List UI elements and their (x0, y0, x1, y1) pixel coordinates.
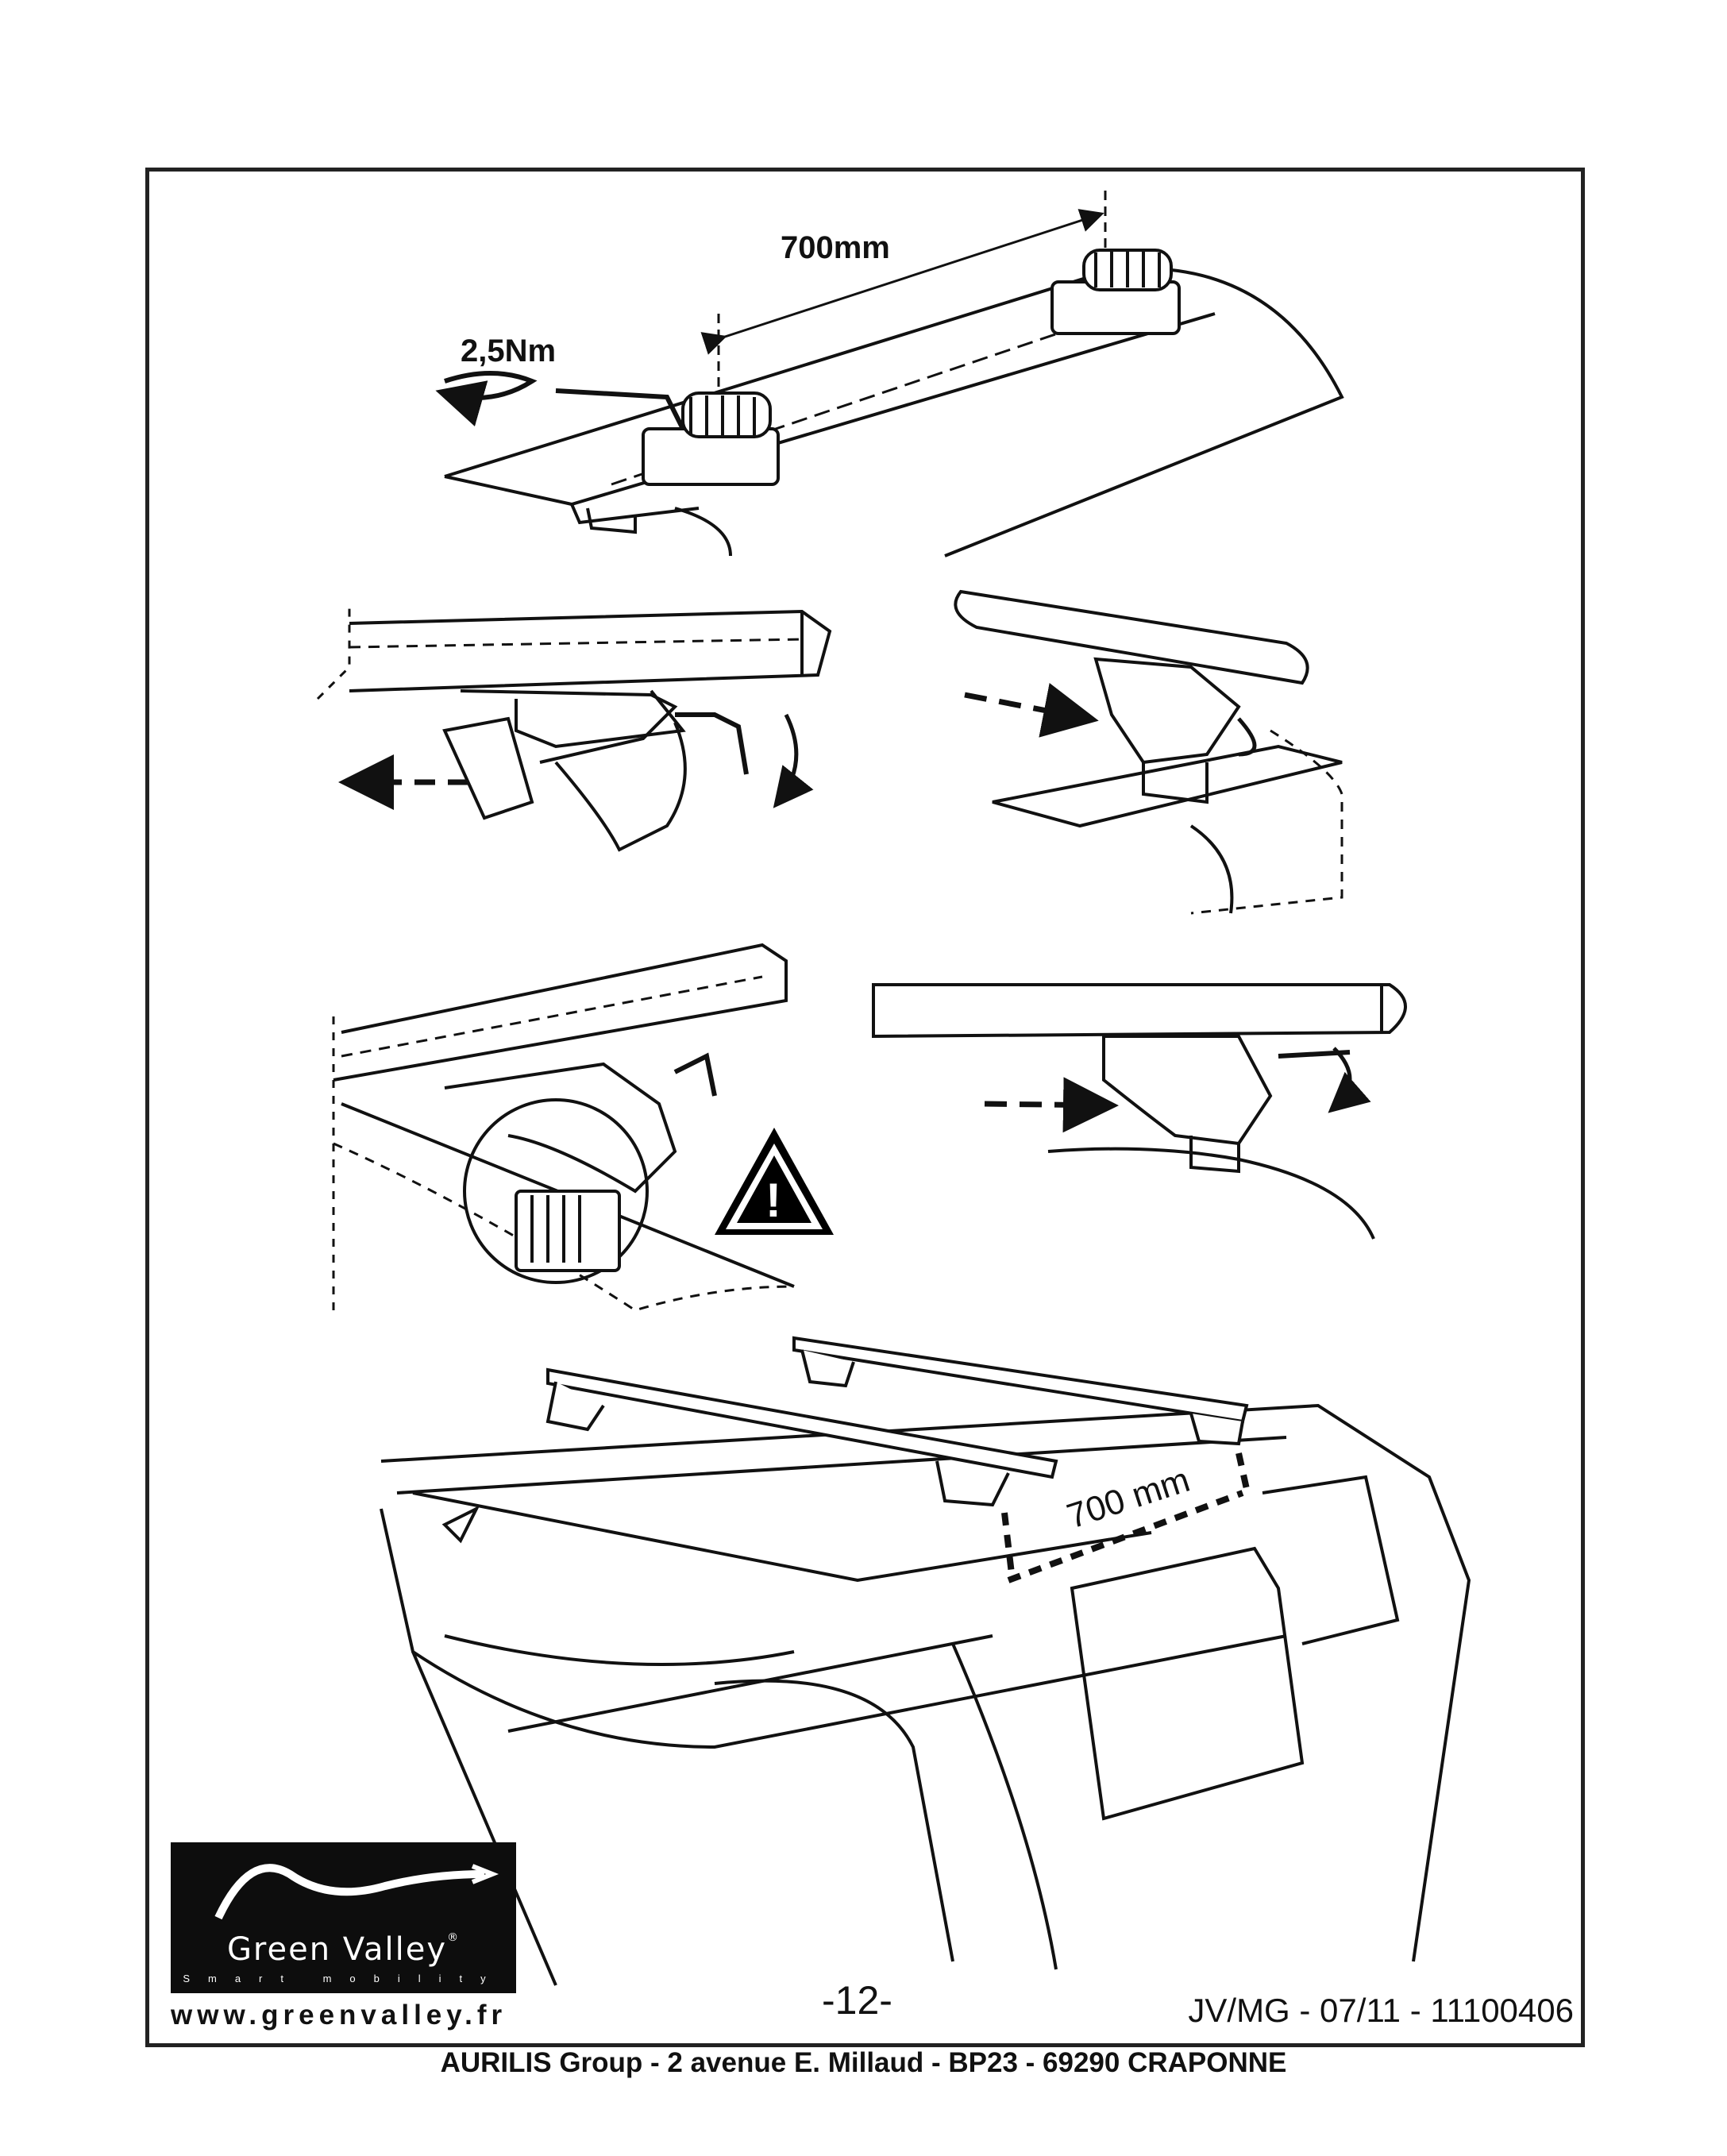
document-reference: JV/MG - 07/11 - 11100406 (1188, 1992, 1574, 2029)
torque-label: 2,5Nm (461, 334, 556, 368)
logo-registered: ® (447, 1931, 461, 1944)
distance-label-car: 700 mm (1062, 1460, 1194, 1537)
foot-1 (555, 388, 780, 486)
logo-name: Green Valley (226, 1931, 448, 1968)
step3-right-diagram (872, 983, 1407, 1240)
logo-tagline: Smart mobility (183, 1973, 504, 1984)
step2-left-diagram (316, 604, 832, 852)
distance-label-top: 700mm (781, 230, 890, 265)
step3-left-diagram (332, 943, 795, 1312)
website-link[interactable]: www.greenvalley.fr (171, 2000, 507, 2031)
logo-swoosh-icon (214, 1864, 499, 1920)
foot-2 (1050, 249, 1181, 335)
green-valley-logo: Green Valley® Smart mobility (171, 1842, 516, 1993)
car-illustration (380, 1336, 1471, 1986)
step2-right-diagram (954, 589, 1343, 915)
warning-icon: ! (715, 1128, 834, 1235)
warning-glyph: ! (765, 1174, 781, 1227)
footer-address: AURILIS Group - 2 avenue E. Millaud - BP… (440, 2047, 1287, 2078)
page-frame (145, 168, 1585, 2047)
step1-diagram (435, 191, 1344, 557)
page-number: -12- (822, 1978, 892, 2023)
